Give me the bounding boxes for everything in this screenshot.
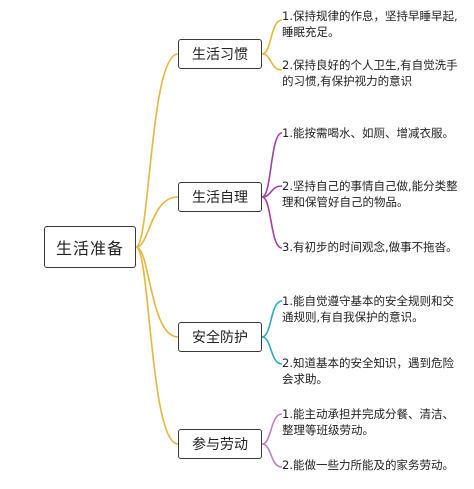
leaf-text: 1.保持规律的作息，坚持早睡早起,睡眠充足。	[282, 9, 458, 39]
root-connector	[135, 53, 179, 445]
branch-connector-habits	[261, 19, 283, 71]
leaf-text: 2.能做一些力所能及的家务劳动。	[282, 458, 454, 472]
branch-node-labor: 参与劳动	[178, 429, 262, 459]
leaf-text: 2.知道基本的安全知识，遇到危险会求助。	[282, 356, 454, 386]
leaf-text: 1.能主动承担并完成分餐、清洁、整理等班级劳动。	[282, 407, 454, 437]
branch-node-selfcare: 生活自理	[178, 182, 262, 212]
branch-node-habits: 生活习惯	[178, 39, 262, 69]
leaf-text: 1.能按需喝水、如厕、增减衣服。	[282, 126, 454, 140]
leaf-text: 1.能自觉遵守基本的安全规则和交通规则,有自我保护的意识。	[282, 294, 454, 324]
branch-connector-selfcare	[261, 132, 283, 249]
leaf-text: 2.保持良好的个人卫生,有自觉洗手的习惯,有保护视力的意识	[282, 58, 458, 88]
branch-connector-safety	[261, 300, 283, 365]
leaf-text: 3.有初步的时间观念,做事不拖沓。	[282, 240, 458, 254]
branch-connector-labor	[261, 413, 283, 468]
root-node: 生活准备	[44, 226, 136, 268]
branch-node-safety: 安全防护	[178, 322, 262, 352]
leaf-text: 2.坚持自己的事情自己做,能分类整理和保管好自己的物品。	[282, 179, 458, 209]
